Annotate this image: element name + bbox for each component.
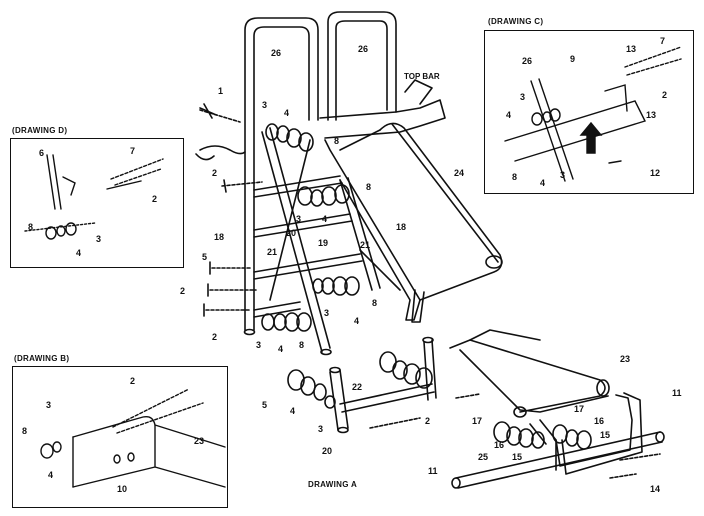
drawing-b-title: (DRAWING B) <box>14 354 70 363</box>
slide-bottom-section <box>449 329 610 418</box>
label-18-right: 18 <box>396 222 407 232</box>
label-c-3: 3 <box>520 92 526 102</box>
slide-chute <box>324 122 503 323</box>
label-8-mid: 8 <box>366 182 372 192</box>
hardware-cluster-low <box>203 261 360 317</box>
label-18-left: 18 <box>214 232 225 242</box>
label-8-low: 8 <box>372 298 378 308</box>
label-c-8: 8 <box>512 172 518 182</box>
ladder-rail-right <box>327 11 397 121</box>
drawing-a-hardware-right <box>369 351 481 429</box>
support-tubes <box>269 139 401 301</box>
label-b-2: 2 <box>130 376 136 386</box>
label-4-top: 4 <box>284 108 290 118</box>
hardware-cluster-mid <box>221 179 350 207</box>
drawing-c-art <box>504 46 682 182</box>
drawing-c-inset <box>484 30 694 194</box>
label-22: 22 <box>352 382 363 392</box>
label-2-b: 2 <box>180 286 186 296</box>
label-top-bar: TOP BAR <box>404 72 440 81</box>
label-1: 1 <box>218 86 224 96</box>
label-14: 14 <box>650 484 661 494</box>
ladder-rungs <box>253 175 363 318</box>
label-15-b: 15 <box>512 452 523 462</box>
label-c-4-top: 4 <box>506 110 512 120</box>
label-b-4: 4 <box>48 470 54 480</box>
label-2-d: 2 <box>425 416 431 426</box>
label-24: 24 <box>454 168 465 178</box>
label-11-left: 11 <box>428 466 438 476</box>
label-11-right: 11 <box>672 388 682 398</box>
label-2-a: 2 <box>212 168 218 178</box>
label-4-mid: 4 <box>322 214 328 224</box>
ladder-rail-left <box>243 17 319 336</box>
label-c-7: 7 <box>660 36 666 46</box>
ladder-diagonal-rail <box>261 127 332 356</box>
label-d-2: 2 <box>152 194 158 204</box>
label-17-a: 17 <box>472 416 483 426</box>
label-d-8: 8 <box>28 222 34 232</box>
label-26-right: 26 <box>358 44 369 54</box>
hardware-cluster-bottom <box>261 312 312 332</box>
drawing-b-art <box>40 388 226 488</box>
label-19: 19 <box>318 238 329 248</box>
label-c-4-bottom: 4 <box>540 178 546 188</box>
label-b-8: 8 <box>22 426 28 436</box>
drawing-d-title: (DRAWING D) <box>12 126 68 135</box>
label-d-6: 6 <box>39 148 45 158</box>
label-26-left: 26 <box>271 48 282 58</box>
label-21-right: 21 <box>360 240 371 250</box>
base-frame-tubes <box>451 392 665 489</box>
label-16-b: 16 <box>494 440 505 450</box>
label-d-4: 4 <box>76 248 82 258</box>
drawing-b-inset <box>12 366 228 508</box>
label-c-12: 12 <box>650 168 661 178</box>
label-b-3: 3 <box>46 400 52 410</box>
label-8-top: 8 <box>334 136 340 146</box>
label-20-a: 20 <box>286 228 297 238</box>
drawing-d-inset <box>10 138 184 268</box>
label-5-a: 5 <box>202 252 208 262</box>
label-16-a: 16 <box>594 416 605 426</box>
drawing-c-title: (DRAWING C) <box>488 17 544 26</box>
label-2-c: 2 <box>212 332 218 342</box>
drawing-a-upright <box>329 336 437 434</box>
label-20-b: 20 <box>322 446 333 456</box>
drawing-a-hardware-left <box>287 369 336 409</box>
label-4-a: 4 <box>290 406 296 416</box>
hardware-cluster-top <box>199 103 314 152</box>
label-15-a: 15 <box>600 430 611 440</box>
label-8-bottom: 8 <box>299 340 305 350</box>
sheet-edge-left <box>199 145 246 155</box>
label-17-b: 17 <box>574 404 585 414</box>
top-bar <box>319 79 446 139</box>
label-b-23: 23 <box>194 436 205 446</box>
label-c-13-right: 13 <box>646 110 657 120</box>
label-3-low: 3 <box>324 308 330 318</box>
label-3-a: 3 <box>318 424 324 434</box>
label-3-top: 3 <box>262 100 268 110</box>
label-23-a: 23 <box>620 354 631 364</box>
label-5-b: 5 <box>262 400 268 410</box>
label-c-2: 2 <box>662 90 668 100</box>
drawing-a-title: DRAWING A <box>308 480 358 489</box>
label-c-9: 9 <box>570 54 576 64</box>
label-25: 25 <box>478 452 489 462</box>
drawing-d-art <box>24 154 164 240</box>
label-4-bottom: 4 <box>278 344 284 354</box>
label-21-left: 21 <box>267 247 278 257</box>
label-d-3: 3 <box>96 234 102 244</box>
label-d-7: 7 <box>130 146 136 156</box>
label-4-low: 4 <box>354 316 360 326</box>
label-c-26: 26 <box>522 56 533 66</box>
label-c-3-bottom: 3 <box>560 170 566 180</box>
label-b-10: 10 <box>117 484 128 494</box>
label-3-bottom: 3 <box>256 340 262 350</box>
base-frame-hardware <box>493 421 661 479</box>
label-c-13-top: 13 <box>626 44 637 54</box>
label-3-mid: 3 <box>296 214 302 224</box>
drawing-a-cross-bar <box>339 383 435 413</box>
